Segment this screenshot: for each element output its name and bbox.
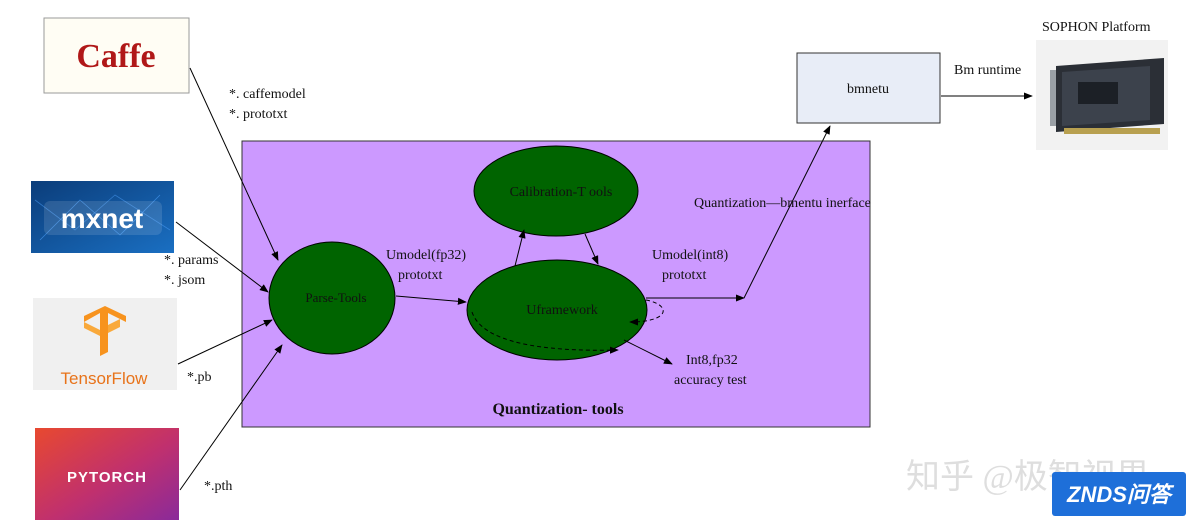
arrow-calibration-to-uframework (584, 233, 599, 265)
tensorflow-icon (84, 306, 126, 356)
znds-badge: ZNDS问答 (1052, 472, 1186, 516)
umodel-fp32-label: Umodel(fp32) (386, 248, 466, 263)
znds-label: ZNDS问答 (1066, 482, 1175, 507)
pytorch-logo: PYTORCH (35, 428, 179, 520)
arrow-mxnet-to-parse (175, 221, 269, 293)
arrow-uframework-to-calibration (514, 229, 526, 267)
runtime-label: Bm runtime (954, 63, 1021, 78)
platform-title: SOPHON Platform (1042, 20, 1151, 35)
parse-tools-label: Parse-Tools (305, 290, 366, 305)
accuracy-sub: accuracy test (674, 373, 747, 388)
caffe-file-2: *. prototxt (229, 107, 287, 122)
bmnetu-label: bmnetu (847, 82, 889, 97)
panel-title: Quantization- tools (492, 401, 623, 418)
tensorflow-file: *.pb (187, 370, 212, 385)
caffe-logo-text: Caffe (76, 38, 155, 75)
interface-label: Quantization—bmentu inerface (694, 196, 871, 211)
arrow-uframework-loop-dashed (629, 299, 664, 326)
umodel-int8-sub: prototxt (662, 268, 706, 283)
umodel-int8-label: Umodel(int8) (652, 248, 729, 263)
accuracy-label: Int8,fp32 (686, 353, 738, 368)
pytorch-logo-text: PYTORCH (67, 469, 147, 486)
caffe-file-1: *. caffemodel (229, 87, 306, 102)
arrow-caffe-to-parse (189, 67, 279, 261)
arrow-uframework-bottom-dashed (471, 311, 619, 354)
sophon-card-image (1036, 40, 1168, 150)
uframework-label: Uframework (526, 303, 598, 318)
arrow-interface-to-bmnetu (743, 125, 831, 299)
caffe-logo: Caffe (43, 17, 190, 94)
mxnet-file-2: *. jsom (164, 273, 205, 288)
pytorch-file: *.pth (204, 479, 232, 494)
arrow-uframework-to-accuracy (623, 339, 673, 365)
tensorflow-logo-text: TensorFlow (61, 369, 149, 388)
arrow-tensorflow-to-parse (177, 319, 273, 365)
uframework-node: Uframework (466, 259, 648, 361)
tensorflow-logo: TensorFlow (33, 298, 177, 390)
bmnetu-box: bmnetu (796, 52, 941, 124)
mxnet-logo-text: mxnet (61, 203, 143, 234)
parse-tools-node: Parse-Tools (268, 241, 396, 355)
arrow-pytorch-to-parse (179, 344, 283, 491)
mxnet-logo: mxnet (31, 181, 174, 253)
arrow-parse-to-uframework (395, 295, 467, 305)
calibration-tools-node: Calibration-T ools (473, 145, 639, 237)
umodel-fp32-sub: prototxt (398, 268, 442, 283)
mxnet-file-1: *. params (164, 253, 218, 268)
calibration-tools-label: Calibration-T ools (510, 185, 613, 200)
